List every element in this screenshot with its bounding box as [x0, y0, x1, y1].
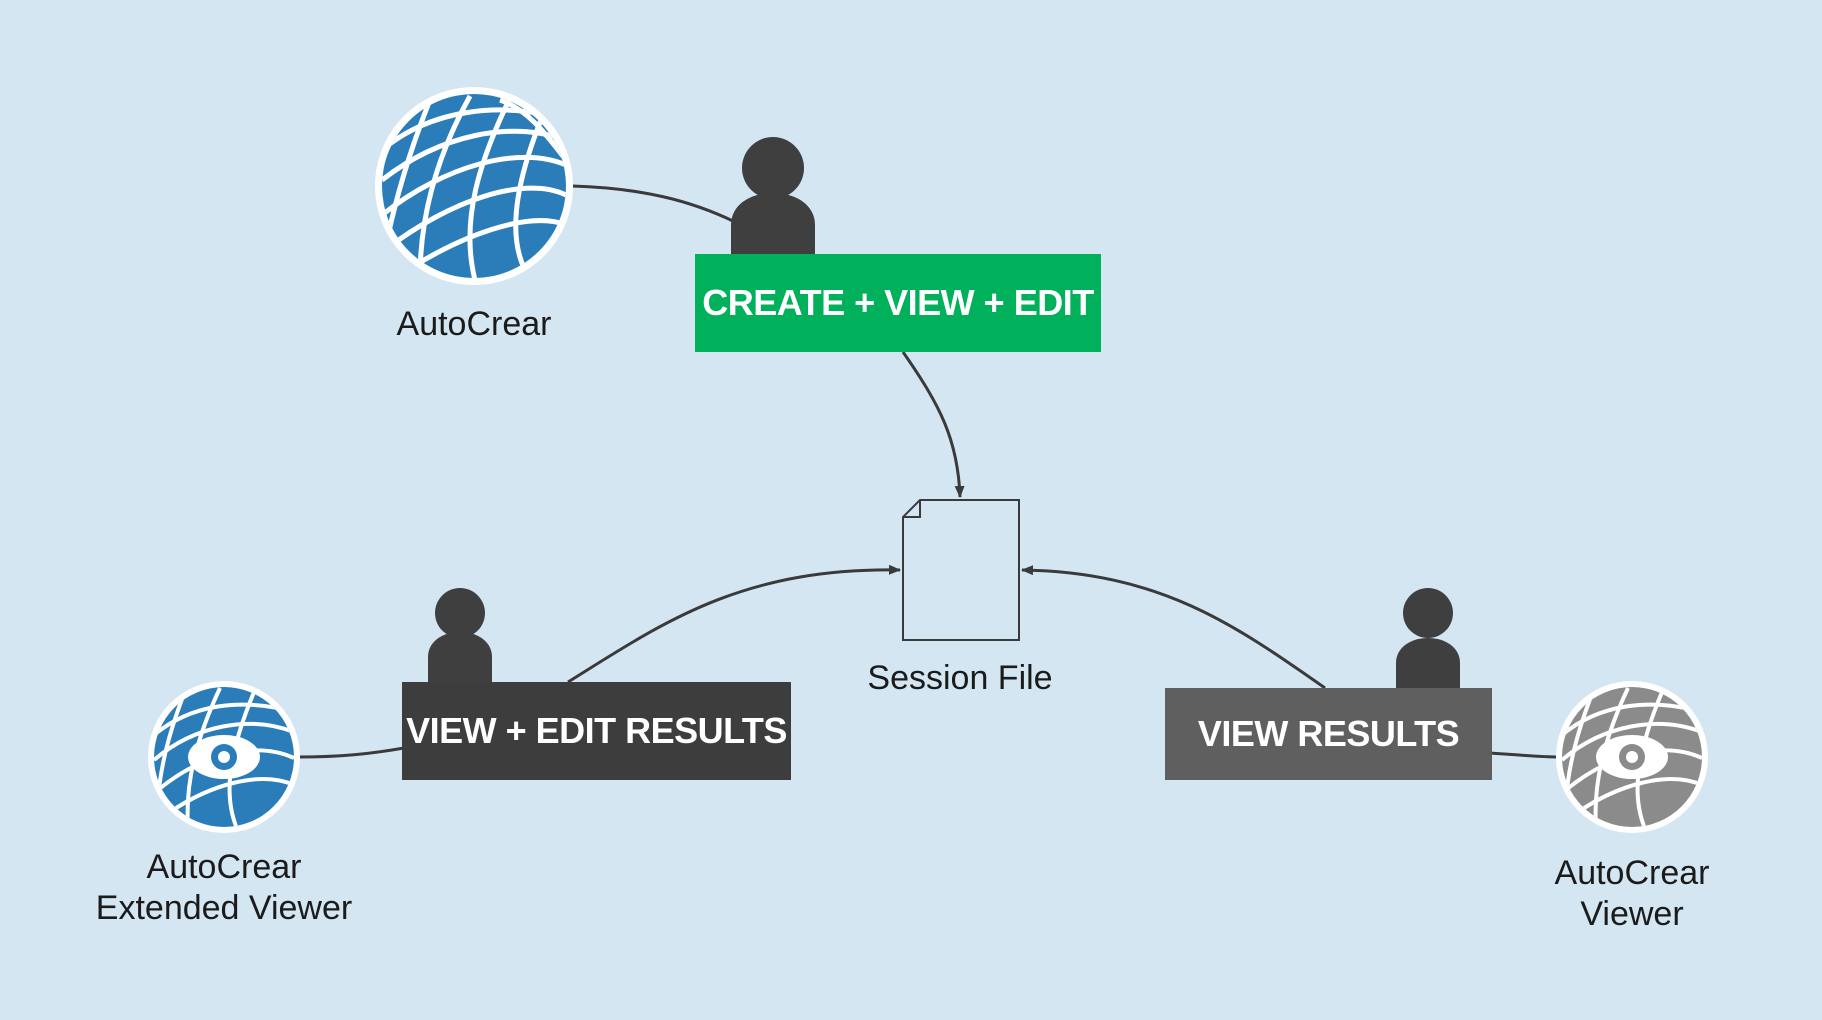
user-icon: [731, 137, 815, 254]
viewer-eye-icon: [1556, 681, 1708, 833]
connector-extended-viewer-to-role: [297, 746, 405, 759]
view-results-label: VIEW RESULTS: [1165, 688, 1492, 780]
user-icon: [1396, 588, 1460, 688]
viewer-label: AutoCrear Viewer: [1512, 853, 1752, 935]
viewer-label-line2: Viewer: [1580, 895, 1684, 933]
connector-viewedit-to-session: [567, 564, 901, 684]
connector-view-to-session: [1021, 565, 1326, 690]
extended-viewer-label-line2: Extended Viewer: [95, 889, 353, 927]
session-file-label: Session File: [867, 659, 1053, 697]
autocrear-label: AutoCrear: [396, 305, 552, 343]
connector-create-to-session: [901, 351, 965, 498]
extended-viewer-label-line1: AutoCrear: [146, 848, 302, 886]
extended-viewer-eye-icon: [148, 681, 300, 833]
session-file-document-icon: [902, 499, 1020, 641]
viewer-label-line1: AutoCrear: [1554, 854, 1710, 892]
view-edit-results-label: VIEW + EDIT RESULTS: [402, 682, 791, 780]
user-icon: [428, 588, 492, 682]
connector-autocrear-to-user: [571, 184, 736, 224]
connectors: [297, 184, 1559, 759]
extended-viewer-label: AutoCrear Extended Viewer: [64, 847, 384, 929]
connector-viewer-to-role: [1489, 751, 1559, 759]
autocrear-globe-icon: [375, 87, 573, 285]
create-view-edit-label: CREATE + VIEW + EDIT: [695, 254, 1101, 352]
